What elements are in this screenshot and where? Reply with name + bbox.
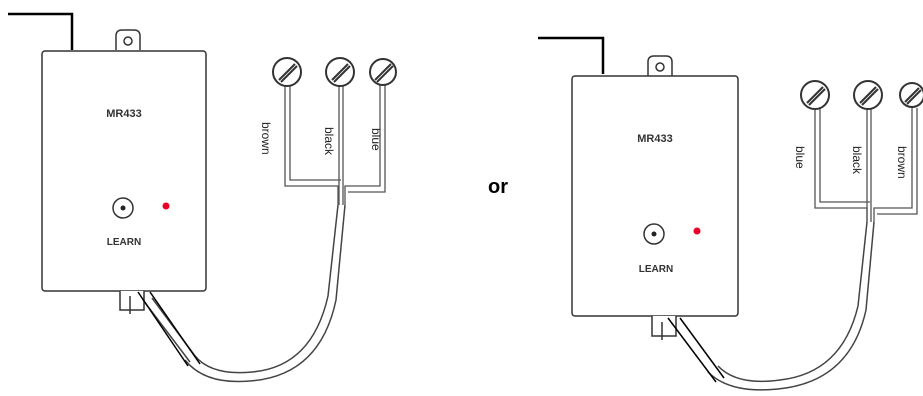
right-learn-label: LEARN (639, 264, 673, 275)
terminal-screw-icon (369, 58, 397, 86)
left-wire-label-3: blue (369, 128, 383, 151)
left-receiver-housing (41, 50, 207, 292)
right-wire-fanout (814, 108, 918, 222)
or-separator: or (488, 176, 508, 198)
right-wire-label-1: blue (793, 146, 807, 169)
terminal-screw-icon (853, 80, 883, 110)
left-diagram: MR433 LEARN (8, 12, 397, 383)
right-top-mount-tab (647, 55, 673, 76)
terminal-screw-icon (272, 57, 302, 87)
left-wire-label-2: black (322, 127, 336, 156)
left-top-mount-tab (115, 29, 141, 50)
left-status-led (162, 202, 170, 210)
left-device-label: MR433 (106, 108, 141, 120)
right-terminal-screws (800, 80, 923, 110)
right-bottom-mount-tab (651, 316, 677, 340)
terminal-screw-icon (899, 82, 923, 108)
terminal-screw-icon (800, 80, 830, 110)
right-antenna (538, 36, 605, 74)
left-terminal-screws (272, 57, 397, 87)
right-wire-label-2: black (850, 146, 864, 175)
right-learn-button[interactable] (643, 223, 665, 245)
left-learn-label: LEARN (107, 237, 141, 248)
terminal-screw-icon (325, 57, 355, 87)
right-cable (667, 221, 875, 391)
left-cable (137, 204, 346, 383)
right-diagram: MR433 LEARN (538, 36, 923, 391)
right-status-led (693, 227, 701, 235)
right-wire-label-3: brown (895, 146, 909, 179)
right-device-label: MR433 (637, 133, 672, 145)
left-wire-fanout (284, 85, 386, 205)
left-learn-button[interactable] (112, 197, 134, 219)
left-antenna (8, 12, 74, 50)
right-receiver-housing (571, 75, 739, 317)
left-wire-label-1: brown (259, 122, 273, 155)
